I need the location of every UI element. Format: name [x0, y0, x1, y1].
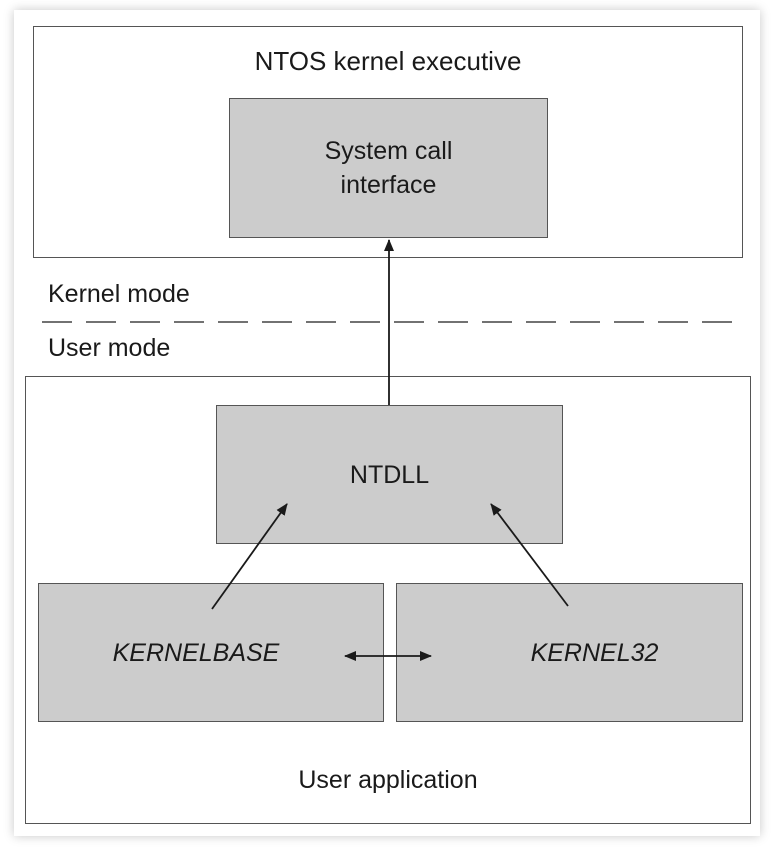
- user-application-label: User application: [298, 766, 478, 794]
- user-mode-label: User mode: [48, 334, 171, 362]
- kernel32-label: KERNEL32: [530, 638, 659, 667]
- kernel32-box: KERNEL32: [396, 583, 743, 722]
- kernelbase-label: KERNELBASE: [112, 638, 280, 667]
- ntdll-box: NTDLL: [216, 405, 563, 544]
- kernel-mode-label: Kernel mode: [48, 280, 190, 308]
- system-call-interface-box: System call interface: [229, 98, 548, 238]
- system-call-interface-label: System call interface: [324, 137, 453, 199]
- kernelbase-box: KERNELBASE: [38, 583, 384, 722]
- kernel-executive-label: NTOS kernel executive: [254, 46, 522, 76]
- ntdll-label: NTDLL: [349, 460, 430, 489]
